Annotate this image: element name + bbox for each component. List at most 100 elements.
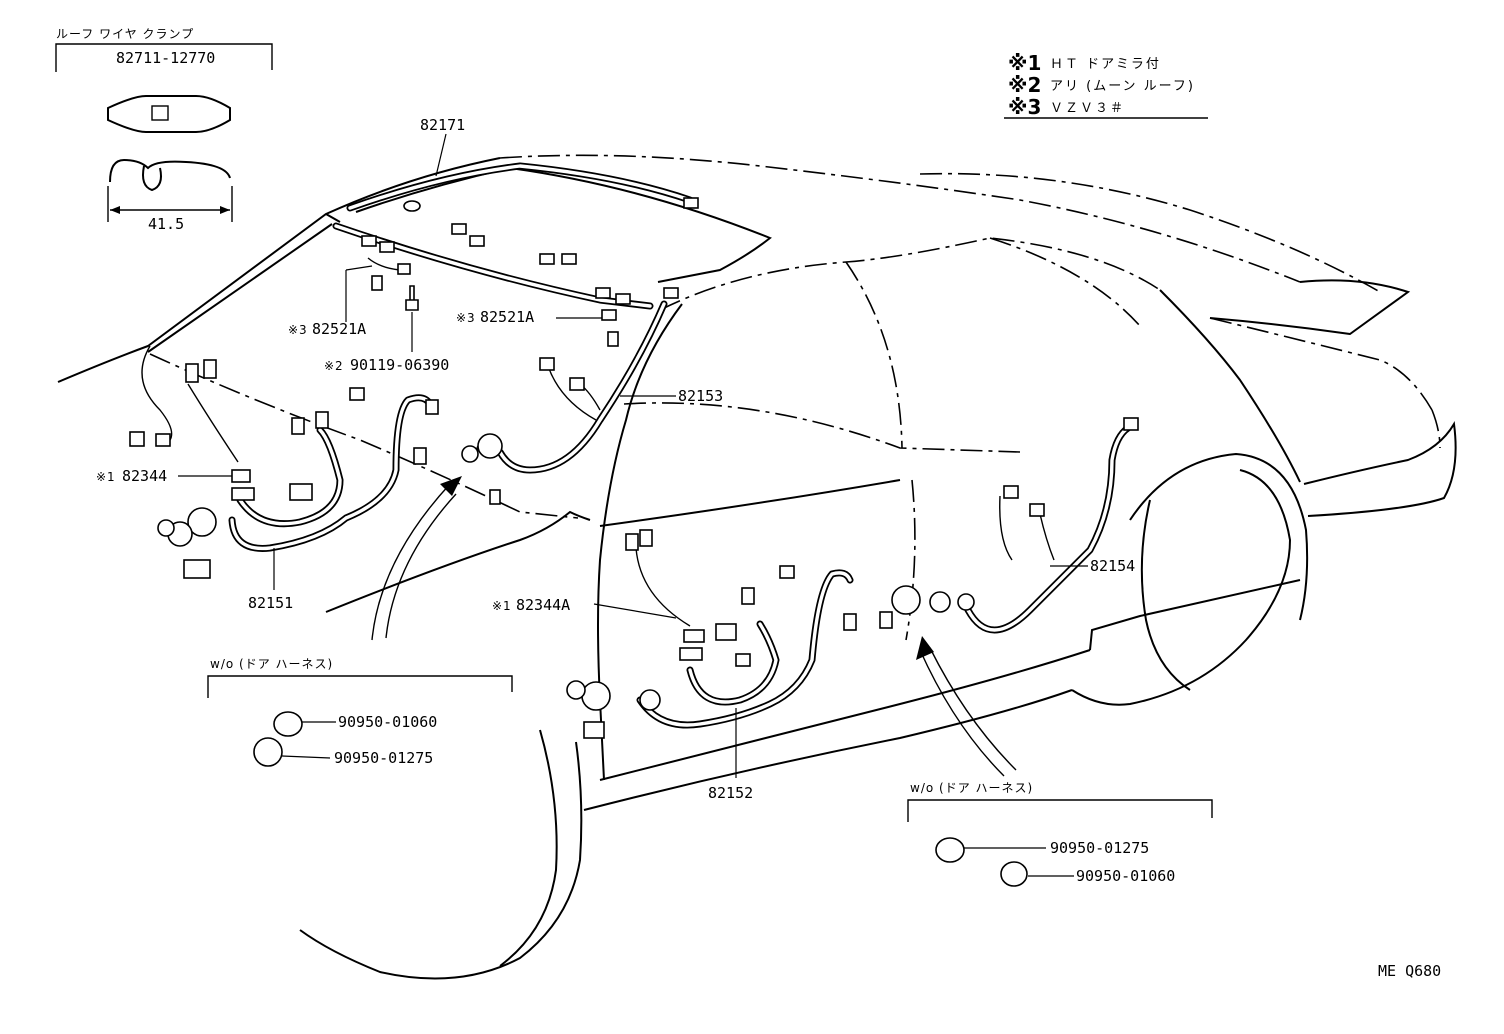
- label-lamp-left-mark: ※3: [288, 323, 308, 337]
- bolt-icon: [405, 285, 419, 311]
- connector-82344A-mate: [679, 647, 703, 661]
- arrow-left-head: [440, 476, 462, 496]
- clamp-hook: [142, 165, 162, 192]
- switch-lead-wire: [187, 383, 239, 463]
- clamp-top-view: [107, 95, 231, 133]
- note-1-mark: ※1: [1008, 51, 1041, 75]
- clamp-bracket: [55, 43, 273, 72]
- rear-speaker-connector-a: [741, 587, 755, 605]
- rear-switch-connector-a: [625, 533, 639, 551]
- quarter-branch-a: [999, 495, 1013, 561]
- car-body-outline: [57, 154, 1457, 980]
- body-crease-front: [325, 510, 591, 613]
- quarter-connector-a: [1123, 417, 1139, 431]
- clamp-side-view: [109, 158, 231, 183]
- c-pillar-dash: [989, 237, 1141, 327]
- rear-lamp-connector: [601, 309, 617, 321]
- hole-plug-box-left: w/o (ドア ハーネス) 90950-01060 90950-01275: [207, 657, 513, 767]
- b-pillar-dash: [845, 261, 903, 449]
- lamp-lead-wire: [367, 257, 401, 271]
- rear-door-harness-82152: ※1 82344A 82152: [492, 529, 857, 802]
- wire-82152-inner: [638, 571, 852, 727]
- lamp-pigtail: [371, 275, 383, 291]
- front-wheel-arch: [299, 741, 583, 980]
- mirror-connector-b: [155, 433, 171, 447]
- label-82344A: 82344A: [516, 596, 570, 614]
- quarter-branch-b: [1039, 513, 1055, 561]
- mirror-lead-wire: [141, 345, 173, 441]
- speaker-connector-c: [349, 387, 365, 401]
- label-82154: 82154: [1090, 557, 1135, 575]
- label-82344: 82344: [122, 467, 167, 485]
- label-82344-mark: ※1: [96, 470, 116, 484]
- speaker-connector-e: [425, 399, 439, 415]
- label-bolt: 90119-06390: [350, 356, 449, 374]
- leader-82344A: [593, 603, 677, 619]
- rear-speaker-connector-c: [843, 613, 857, 631]
- clamp-title: ルーフ ワイヤ クランプ: [56, 27, 194, 41]
- rear-speaker-connector-b: [779, 565, 795, 579]
- roof-front-corner: [325, 213, 341, 223]
- note-2-mark: ※2: [1008, 73, 1041, 97]
- plug-right-part-2: 90950-01060: [1076, 867, 1175, 885]
- speaker-connector-b: [315, 411, 329, 429]
- lock-connector: [289, 483, 313, 501]
- roof-connector-2: [469, 235, 485, 247]
- connector-82153-a: [539, 357, 555, 371]
- arrow-left-shaft-2: [385, 493, 457, 639]
- note-3-text: ＶＺＶ３＃: [1050, 101, 1125, 116]
- rear-door-plug: [583, 721, 605, 739]
- connector-82344: [231, 469, 251, 483]
- plug-box-left-bracket: [207, 675, 513, 698]
- rear-switch-connector-b: [639, 529, 653, 547]
- rear-lamp-pigtail: [607, 331, 619, 347]
- quarter-connector-c: [1029, 503, 1045, 517]
- rear-door-wire-82153: 82153: [461, 300, 723, 505]
- speaker-connector-a: [291, 417, 305, 435]
- arrow-right-shaft-2: [919, 649, 1005, 777]
- rear-lock-connector: [715, 623, 737, 641]
- speaker-connector-d: [413, 447, 427, 465]
- arrow-left-shaft: [371, 483, 451, 641]
- door-grommet-a: [187, 507, 217, 537]
- switch-connector-a: [185, 363, 199, 383]
- roofline-rear: [919, 172, 1381, 293]
- rear-tire-inner: [1140, 499, 1191, 691]
- clamp-dimension: 41.5: [148, 215, 184, 233]
- roof-rail-wire-inner: [348, 164, 692, 210]
- plug-box-right-bracket: [907, 799, 1213, 822]
- trunk-line: [1209, 317, 1433, 411]
- plug-left-part-1: 90950-01060: [338, 713, 437, 731]
- clamp-hole: [151, 105, 169, 121]
- hole-plug-small-icon: [273, 711, 303, 737]
- rear-door-grommet-c: [639, 689, 661, 711]
- label-82171: 82171: [420, 116, 465, 134]
- sill-line: [599, 649, 1091, 781]
- windshield-inner: [147, 223, 333, 353]
- rear-lock-plug: [735, 653, 751, 667]
- rear-door-edge: [905, 479, 916, 641]
- label-82151: 82151: [248, 594, 293, 612]
- rear-bumper: [1303, 420, 1457, 517]
- front-door-top-dash: [149, 353, 579, 519]
- leader-lamp-left: [345, 265, 373, 271]
- plug-box-left-title: w/o (ドア ハーネス): [210, 657, 333, 671]
- label-lamp-left: 82521A: [312, 320, 366, 338]
- label-82152: 82152: [708, 784, 753, 802]
- rear-pillar-line: [1159, 289, 1301, 483]
- roof-connector-4: [561, 253, 577, 265]
- front-door-harness-82151: ※1 82344 82151: [96, 345, 439, 612]
- note-2-text: アリ (ムーン ルーフ): [1050, 79, 1195, 94]
- arrow-left: [371, 476, 462, 641]
- connector-82344-mate: [231, 487, 255, 501]
- quarter-grommet-c: [957, 593, 975, 611]
- arrow-right-head: [916, 636, 934, 660]
- mirror-connector-a: [129, 431, 145, 447]
- wire-82154-inner: [966, 426, 1130, 632]
- lamp-connector-a: [361, 235, 377, 247]
- hole-plug-box-right: w/o (ドア ハーネス) 90950-01275 90950-01060: [907, 781, 1213, 887]
- door-grommet-c: [157, 519, 175, 537]
- label-lamp-right-mark: ※3: [456, 311, 476, 325]
- leader-plug-left-2: [281, 755, 331, 759]
- leader-82171: [435, 133, 447, 177]
